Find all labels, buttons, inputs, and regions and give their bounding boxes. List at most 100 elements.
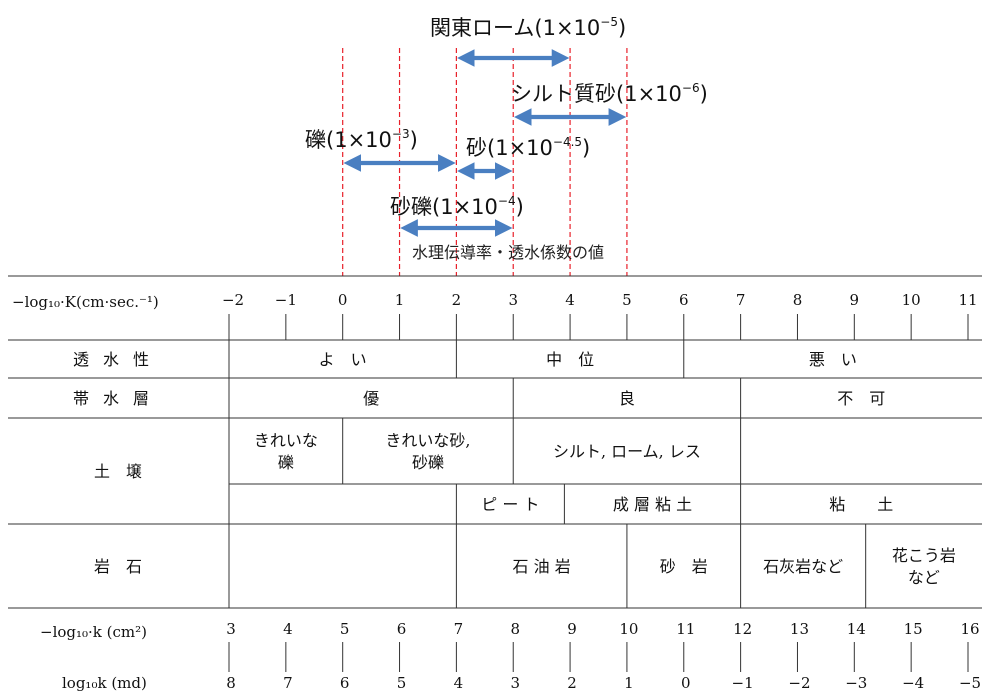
cell-text: 悪 い xyxy=(809,350,857,369)
md-tick-label: 8 xyxy=(226,674,236,692)
cm2-tick-label: 6 xyxy=(397,620,407,638)
paren-open: ( xyxy=(487,136,495,160)
cell-text: きれいな砂, xyxy=(385,431,470,450)
paren-open: ( xyxy=(534,16,542,40)
top-tick-label: 11 xyxy=(958,291,977,309)
range-annotations: 関東ローム(1×10−5)シルト質砂(1×10−6)礫(1×10−3)砂(1×1… xyxy=(305,15,708,276)
range-coef: 1×10 xyxy=(440,195,498,219)
top-tick-label: 2 xyxy=(452,291,462,309)
cell-text: 粘 土 xyxy=(829,495,893,514)
cell-text: 石灰岩など xyxy=(763,557,843,576)
paren-open: ( xyxy=(326,128,334,152)
range-label: 砂礫(1×10−4) xyxy=(390,194,524,219)
paren-close: ) xyxy=(516,195,524,219)
range-coef: 1×10 xyxy=(624,82,682,106)
paren-open: ( xyxy=(616,82,624,106)
cm2-tick-label: 5 xyxy=(340,620,350,638)
top-tick-label: 7 xyxy=(736,291,746,309)
cell-text: 礫 xyxy=(278,453,294,472)
range-label: 礫(1×10−3) xyxy=(305,127,418,152)
range-exponent: −6 xyxy=(682,81,700,95)
cell-text: など xyxy=(908,568,940,587)
cell-text: 石 油 岩 xyxy=(513,557,571,576)
cell-text: 優 xyxy=(363,389,379,408)
cell-text: 良 xyxy=(619,389,635,408)
cm2-tick-label: 4 xyxy=(283,620,293,638)
scale-label: −log₁₀·K(cm·sec.⁻¹) xyxy=(12,293,159,311)
md-tick-label: −5 xyxy=(959,674,981,692)
range-name: 関東ローム xyxy=(430,16,534,40)
bottom-scale-label-cm2: −log₁₀·k (cm²) xyxy=(40,623,147,641)
md-tick-label: −2 xyxy=(788,674,810,692)
cm2-tick-label: 9 xyxy=(567,620,577,638)
row-name: 岩 石 xyxy=(94,557,142,576)
cm2-tick-label: 14 xyxy=(847,620,866,638)
top-tick-label: 9 xyxy=(850,291,860,309)
cell-text: 中 位 xyxy=(546,350,594,369)
range-name: 礫 xyxy=(305,128,326,152)
cm2-tick-label: 7 xyxy=(454,620,464,638)
cell-text: シルト, ローム, レス xyxy=(553,442,701,461)
top-tick-label: 4 xyxy=(565,291,575,309)
top-tick-label: −1 xyxy=(275,291,297,309)
cm2-tick-label: 13 xyxy=(790,620,809,638)
cm2-tick-label: 15 xyxy=(904,620,923,638)
md-tick-label: 1 xyxy=(624,674,634,692)
paren-close: ) xyxy=(410,128,418,152)
cm2-tick-label: 16 xyxy=(960,620,979,638)
row-name: 帯水層 xyxy=(73,389,163,408)
md-tick-label: 3 xyxy=(510,674,520,692)
row-name: 土 壌 xyxy=(94,462,142,481)
md-tick-label: −4 xyxy=(902,674,924,692)
cell-text: 花こう岩 xyxy=(892,546,956,565)
cell-text: 砂礫 xyxy=(412,453,444,472)
md-tick-label: 5 xyxy=(397,674,407,692)
top-tick-label: 1 xyxy=(395,291,405,309)
md-tick-label: 2 xyxy=(567,674,577,692)
range-name: 砂 xyxy=(466,136,487,160)
range-exponent: −5 xyxy=(600,15,618,29)
cm2-tick-label: 8 xyxy=(510,620,520,638)
md-tick-label: 0 xyxy=(681,674,691,692)
cell-text: 成 層 粘 土 xyxy=(613,495,692,514)
cell-text: 砂 岩 xyxy=(660,557,708,576)
caption: 水理伝導率・透水係数の値 xyxy=(412,243,604,262)
cell-text: 不 可 xyxy=(837,389,885,408)
md-tick-label: 7 xyxy=(283,674,293,692)
paren-close: ) xyxy=(618,16,626,40)
md-tick-label: −3 xyxy=(845,674,867,692)
cell-text: よ い xyxy=(319,350,367,369)
row-name: 透水性 xyxy=(73,350,163,369)
paren-close: ) xyxy=(582,136,590,160)
cell-text: きれいな xyxy=(254,431,318,450)
top-tick-label: 8 xyxy=(793,291,803,309)
top-tick-label: 10 xyxy=(902,291,921,309)
top-tick-label: 6 xyxy=(679,291,689,309)
range-exponent: −3 xyxy=(392,127,410,141)
range-label: 関東ローム(1×10−5) xyxy=(430,15,626,40)
cm2-tick-label: 12 xyxy=(733,620,752,638)
paren-close: ) xyxy=(700,82,708,106)
range-exponent: −4 xyxy=(498,194,516,208)
range-coef: 1×10 xyxy=(543,16,601,40)
range-label: 砂(1×10−4.5) xyxy=(466,135,590,160)
top-tick-label: 0 xyxy=(338,291,348,309)
range-exponent: −4.5 xyxy=(553,135,582,149)
cm2-tick-label: 11 xyxy=(676,620,695,638)
range-coef: 1×10 xyxy=(334,128,392,152)
md-tick-label: 6 xyxy=(340,674,350,692)
cm2-tick-label: 10 xyxy=(619,620,638,638)
bottom-scale-label-md: log₁₀k (md) xyxy=(62,674,147,692)
md-tick-label: −1 xyxy=(732,674,754,692)
range-coef: 1×10 xyxy=(495,136,553,160)
top-tick-label: 3 xyxy=(508,291,518,309)
range-name: 砂礫 xyxy=(390,195,432,219)
range-name: シルト質砂 xyxy=(511,82,616,106)
top-tick-label: 5 xyxy=(622,291,632,309)
paren-open: ( xyxy=(432,195,440,219)
